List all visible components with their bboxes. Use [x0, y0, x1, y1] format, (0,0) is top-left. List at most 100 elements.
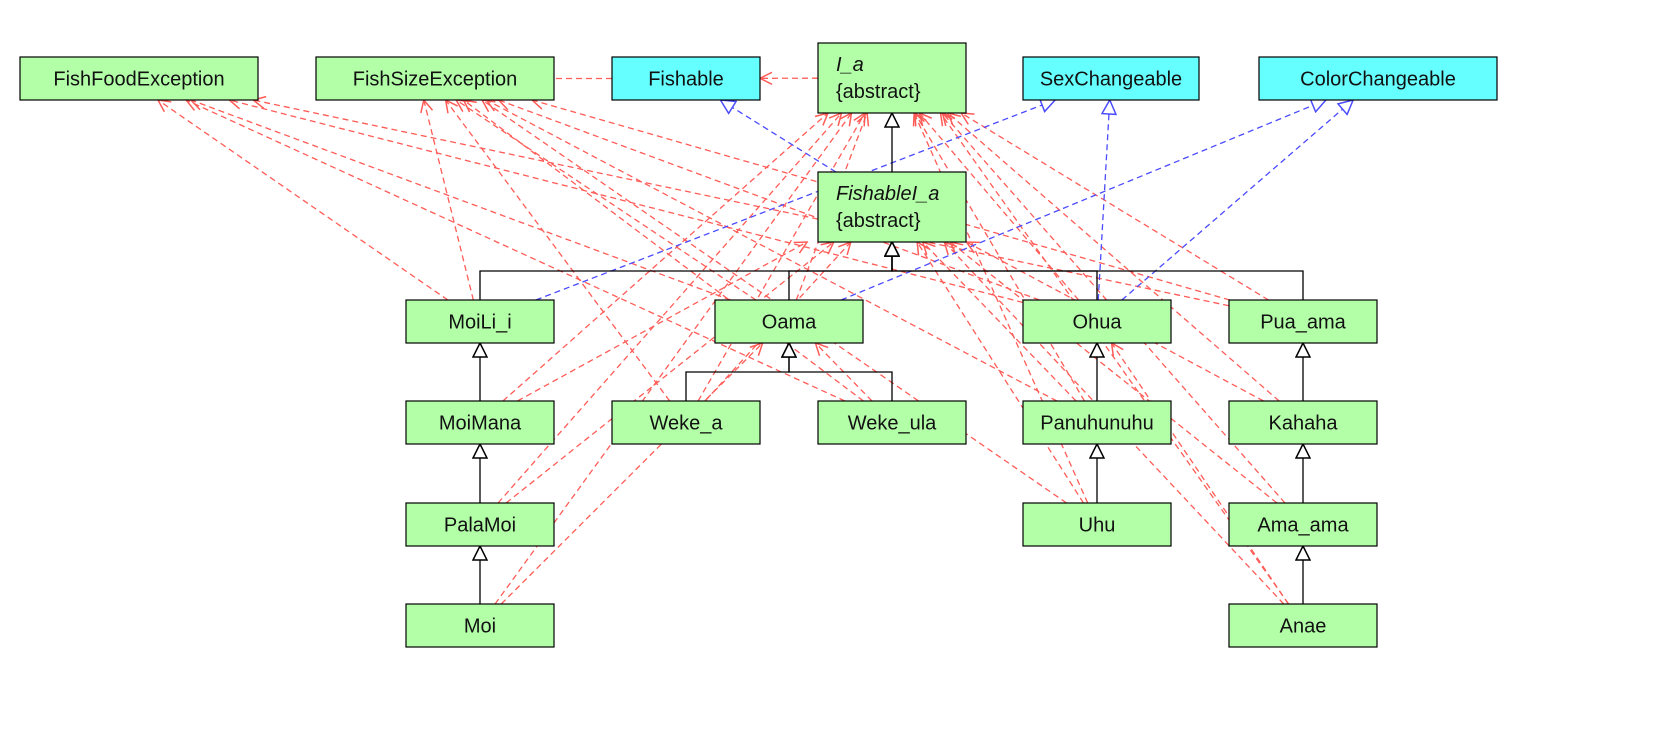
class-node-MoiLi_i[interactable]: MoiLi_i [405, 299, 555, 344]
realization-edge-Ohua-to-ColorChangeable [1121, 100, 1353, 301]
class-name: FishSizeException [353, 69, 518, 91]
class-name: MoiMana [439, 413, 522, 435]
realization-edge-Oama-to-ColorChangeable [840, 100, 1326, 301]
inheritance-edge-Weke_a-to-Oama [685, 343, 789, 401]
dependency-edge-Weke_a-to-FishSizeException [446, 100, 671, 402]
class-name: ColorChangeable [1300, 69, 1456, 91]
class-node-Ama_ama[interactable]: Ama_ama [1228, 502, 1378, 547]
class-box [1022, 502, 1172, 547]
class-box [817, 42, 967, 114]
realization-edge-FishableI_a-to-Fishable [720, 100, 837, 173]
class-name: Panuhunuhu [1040, 413, 1153, 435]
dependency-edge-Panuhunuhu-to-FishableI_a [923, 242, 1077, 402]
class-name: Anae [1280, 616, 1327, 638]
dependency-edge-Panuhunuhu-to-I_a [915, 113, 1086, 402]
dependency-edge-Uhu-to-FishableI_a [917, 242, 1085, 504]
class-name: Kahaha [1269, 413, 1339, 435]
dependency-edge-Moi-to-Oama [500, 343, 762, 605]
class-name: Fishable [648, 69, 724, 91]
dependency-edge-Oama-to-FishFoodException [191, 100, 731, 301]
class-box [1228, 299, 1378, 344]
class-node-Ohua[interactable]: Ohua [1022, 299, 1172, 344]
class-node-Kahaha[interactable]: Kahaha [1228, 400, 1378, 445]
inheritance-edge-Weke_ula-to-Oama [789, 343, 893, 401]
class-node-Weke_a[interactable]: Weke_a [611, 400, 761, 445]
dependency-edge-Oama-to-I_a [795, 113, 867, 301]
class-stereotype: {abstract} [836, 81, 921, 103]
dependency-edge-Anae-to-Ohua [1112, 343, 1289, 605]
dependency-edge-Oama-to-FishSizeException [456, 100, 757, 301]
class-box [405, 299, 555, 344]
class-box [1258, 56, 1498, 101]
class-node-MoiMana[interactable]: MoiMana [405, 400, 555, 445]
dependency-edge-Ohua-to-FishSizeException [499, 100, 1040, 301]
class-name: Pua_ama [1260, 312, 1346, 334]
class-box [405, 603, 555, 648]
class-node-PalaMoi[interactable]: PalaMoi [405, 502, 555, 547]
edges-layer [158, 78, 1353, 605]
class-box [1228, 400, 1378, 445]
inheritance-edge-Oama-to-FishableI_a [788, 242, 892, 300]
dependency-edge-Weke_ula-to-FishSizeException [464, 100, 864, 402]
class-name: Ohua [1073, 312, 1123, 334]
class-box [405, 502, 555, 547]
dependency-edge-Weke_a-to-I_a [697, 113, 865, 402]
class-node-Panuhunuhu[interactable]: Panuhunuhu [1022, 400, 1172, 445]
dependency-edge-MoiMana-to-FishableI_a [517, 242, 808, 402]
class-name: FishableI_a [836, 183, 939, 205]
class-name: Ama_ama [1257, 515, 1349, 537]
class-node-Weke_ula[interactable]: Weke_ula [817, 400, 967, 445]
class-box [1022, 56, 1200, 101]
dependency-edge-Weke_a-to-FishableI_a [704, 242, 851, 402]
class-box [611, 400, 761, 445]
class-name: Moi [464, 616, 496, 638]
class-box [714, 299, 864, 344]
class-box [315, 56, 555, 101]
class-box [611, 56, 761, 101]
class-node-Moi[interactable]: Moi [405, 603, 555, 648]
dependency-edge-Kahaha-to-FishableI_a [966, 242, 1264, 402]
class-name: FishFoodException [53, 69, 224, 91]
dependency-edge-Ama_ama-to-FishableI_a [950, 242, 1278, 504]
dependency-edge-Pua_ama-to-I_a [961, 113, 1269, 301]
class-node-SexChangeable[interactable]: SexChangeable [1022, 56, 1200, 101]
dependency-edge-MoiLi_i-to-FishFoodException [158, 100, 449, 301]
dependency-edge-MoiLi_i-to-FishSizeException [424, 100, 474, 301]
dependency-edge-Panuhunuhu-to-FishSizeException [487, 100, 1058, 402]
class-node-Fishable[interactable]: Fishable [611, 56, 761, 101]
class-box [19, 56, 259, 101]
class-node-ColorChangeable[interactable]: ColorChangeable [1258, 56, 1498, 101]
class-name: Oama [762, 312, 817, 334]
class-name: MoiLi_i [448, 312, 511, 334]
class-box [1022, 400, 1172, 445]
class-node-FishSizeException[interactable]: FishSizeException [315, 56, 555, 101]
class-node-Oama[interactable]: Oama [714, 299, 864, 344]
class-node-Pua_ama[interactable]: Pua_ama [1228, 299, 1378, 344]
class-node-Anae[interactable]: Anae [1228, 603, 1378, 648]
class-node-I_a[interactable]: I_a {abstract} [817, 42, 967, 114]
inheritance-edge-Pua_ama-to-FishableI_a [892, 242, 1304, 300]
class-name: SexChangeable [1040, 69, 1182, 91]
dependency-edge-Ohua-to-FishFoodException [229, 100, 1024, 304]
dependency-edge-Ama_ama-to-I_a [942, 113, 1286, 504]
realization-edge-MoiLi_i-to-SexChangeable [535, 100, 1055, 301]
class-box [1228, 502, 1378, 547]
class-box [405, 400, 555, 445]
class-name: Weke_a [649, 413, 723, 435]
class-node-FishFoodException[interactable]: FishFoodException [19, 56, 259, 101]
class-name: Uhu [1079, 515, 1116, 537]
dependency-edge-Anae-to-FishableI_a [944, 242, 1285, 605]
class-node-FishableI_a[interactable]: FishableI_a {abstract} [817, 171, 967, 243]
class-box [817, 171, 967, 243]
class-box [817, 400, 967, 445]
class-box [1022, 299, 1172, 344]
dependency-edge-Pua_ama-to-FishFoodException [253, 100, 1230, 307]
class-node-Uhu[interactable]: Uhu [1022, 502, 1172, 547]
class-name: I_a [836, 54, 864, 76]
class-stereotype: {abstract} [836, 210, 921, 232]
class-box [1228, 603, 1378, 648]
dependency-edge-MoiMana-to-I_a [502, 113, 828, 402]
dependency-edge-Weke_ula-to-FishFoodException [186, 100, 846, 402]
